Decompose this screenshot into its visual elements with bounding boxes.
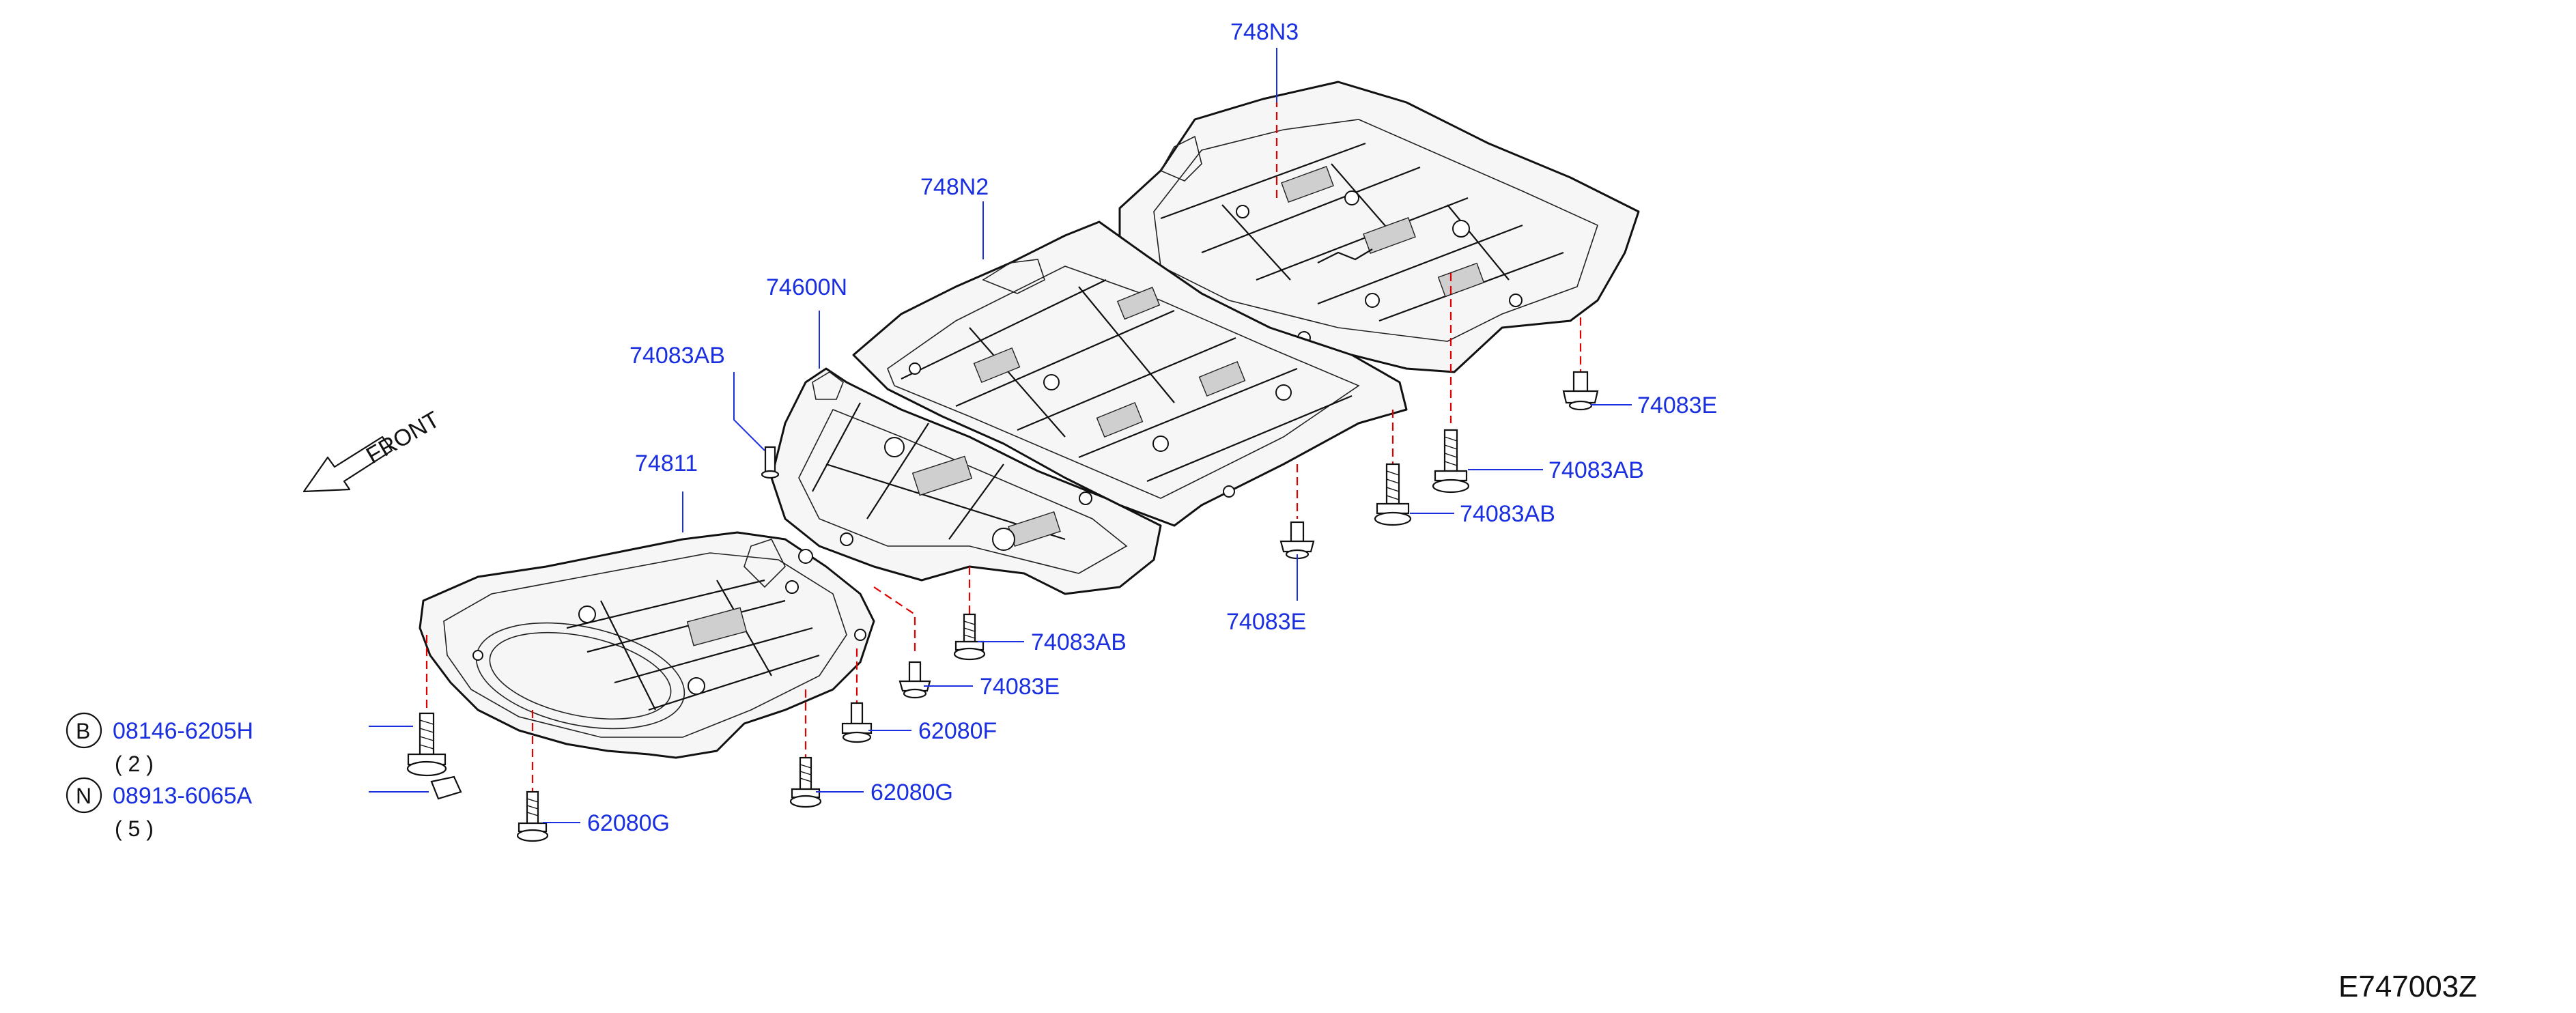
symbol-circle-B	[66, 712, 102, 749]
label-74083AB-mid: 74083AB	[1031, 629, 1127, 655]
nut-62080F	[841, 702, 873, 743]
label-74083AB-top: 74083AB	[629, 343, 725, 369]
clip-74083E-mid	[1279, 521, 1315, 560]
label-62080G-low: 62080G	[587, 810, 670, 836]
bolt-74083AB-right2	[1374, 463, 1412, 526]
legend-part-B: 08146-6205H	[113, 718, 253, 744]
label-74083E-right: 74083E	[1637, 393, 1717, 418]
bolt-08146-6205H	[406, 712, 447, 777]
part-labels: 748N3 748N2 74600N 74083AB 74811 74083E …	[587, 19, 1717, 836]
legend-part-N: 08913-6065A	[113, 783, 253, 809]
label-748N2: 748N2	[920, 174, 989, 200]
clip-74083E-low	[898, 661, 931, 699]
label-62080F: 62080F	[918, 718, 997, 744]
front-arrow-icon	[302, 436, 393, 493]
rear-under-cover-748N3	[1118, 81, 1640, 373]
label-62080G-mid: 62080G	[871, 780, 953, 805]
legend-qty-N: ( 5 )	[115, 816, 154, 841]
front-label: FRONT	[362, 406, 444, 468]
front-center-cover-74600N	[770, 367, 1162, 595]
center-under-cover-748N2	[852, 220, 1408, 527]
label-74811: 74811	[635, 451, 698, 476]
label-74083E-mid: 74083E	[1226, 609, 1306, 635]
bolt-74083AB-mid	[953, 613, 986, 661]
engine-under-cover-74811	[419, 531, 875, 759]
legend-N: N 08913-6065A ( 5 )	[66, 777, 253, 841]
fastener-axis-lines	[425, 102, 1582, 792]
legend-symbol-B: B	[76, 719, 90, 743]
clip-74083E-right	[1562, 371, 1599, 411]
label-74083AB-right2: 74083AB	[1460, 501, 1555, 527]
bolt-62080G-mid	[789, 756, 822, 808]
label-74083AB-right1: 74083AB	[1548, 457, 1644, 483]
label-748N3: 748N3	[1230, 19, 1299, 45]
bolt-62080G-low	[516, 790, 549, 842]
front-direction-indicator: FRONT	[302, 406, 444, 493]
legend-qty-B: ( 2 )	[115, 752, 154, 776]
leader-lines	[369, 48, 1632, 823]
label-74600N: 74600N	[766, 274, 847, 300]
bolt-74083AB-top	[761, 446, 780, 479]
diagram-code: E747003Z	[2338, 970, 2477, 1003]
symbol-circle-N	[66, 777, 102, 814]
legend-symbol-N: N	[76, 784, 91, 808]
label-74083E-low: 74083E	[980, 674, 1060, 700]
legend-B: B 08146-6205H ( 2 )	[66, 712, 253, 776]
clip-nut-08913-6065A	[430, 775, 462, 800]
bolt-74083AB-right1	[1432, 429, 1470, 494]
